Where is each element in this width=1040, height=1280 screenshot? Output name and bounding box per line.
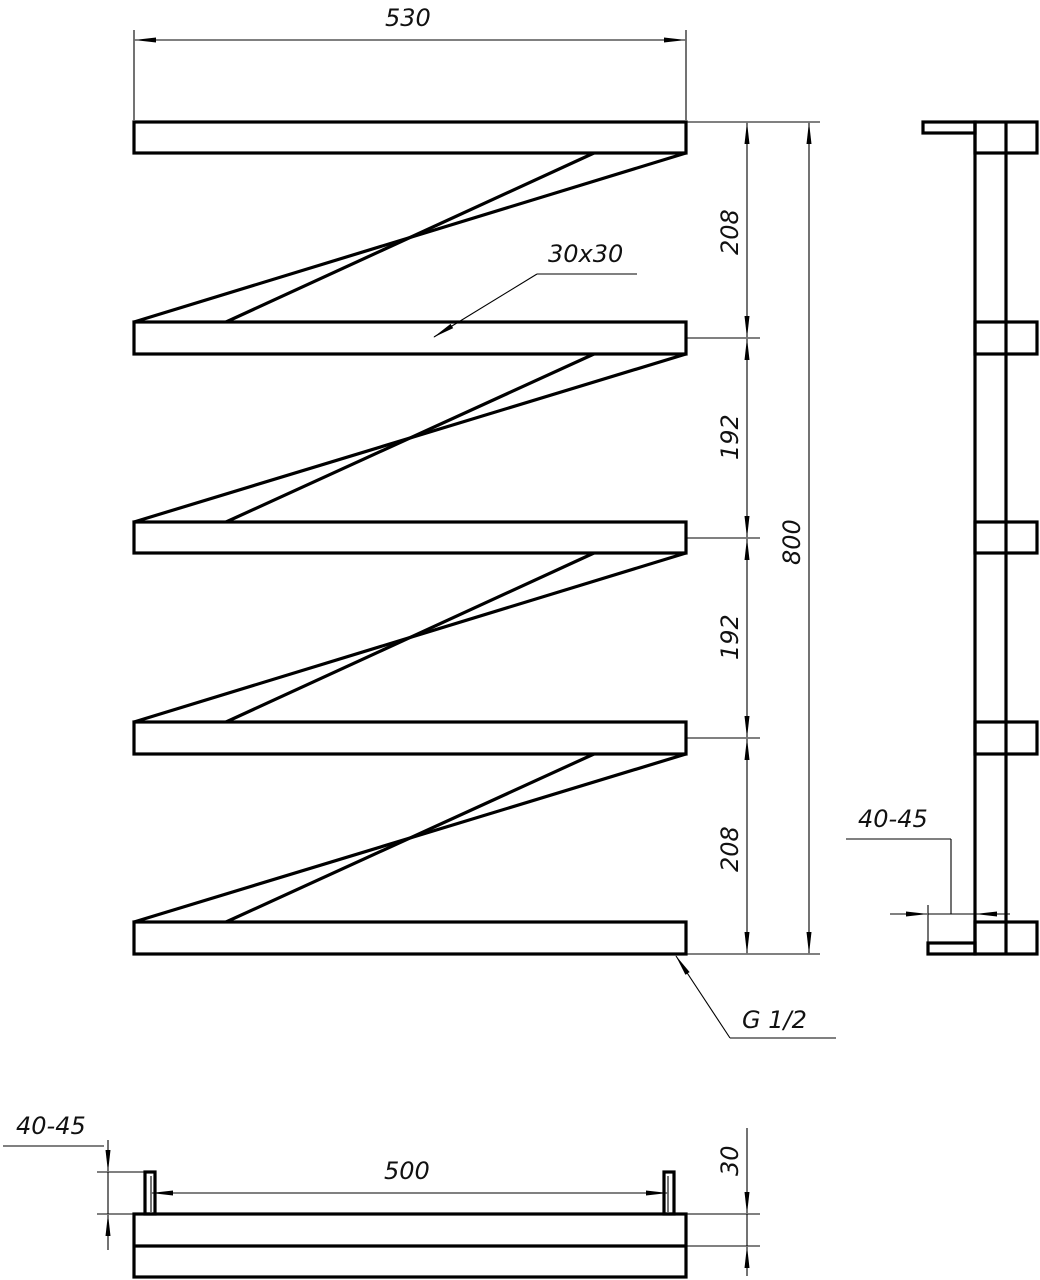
dimension-width: 530 <box>133 4 687 120</box>
diagonal-4 <box>133 752 687 924</box>
dimension-spacing: 208 192 192 208 <box>716 122 750 954</box>
bar-5 <box>132 920 688 956</box>
side-view: 40-45 <box>846 120 1039 956</box>
profile-callout: 30x30 <box>433 240 637 338</box>
top-wall-distance-dimension: 40-45 <box>3 1112 144 1250</box>
connection-label: G 1/2 <box>742 1006 807 1034</box>
diagonal-1 <box>133 151 687 324</box>
bar-1 <box>132 120 688 155</box>
spacing-label-1: 208 <box>716 209 744 255</box>
mount-spacing-label: 500 <box>384 1157 430 1185</box>
bar-2 <box>132 320 688 356</box>
profile-label: 30x30 <box>548 240 623 268</box>
side-wall-distance-label: 40-45 <box>858 805 928 833</box>
depth-dimension: 30 <box>686 1128 760 1276</box>
diagonal-3 <box>133 551 687 724</box>
spacing-label-4: 208 <box>716 826 744 872</box>
width-label: 530 <box>385 4 431 32</box>
connection-callout: G 1/2 <box>675 955 836 1039</box>
top-view: 500 40-45 30 <box>3 1112 760 1279</box>
height-label: 800 <box>778 519 806 565</box>
front-view: 530 208 192 192 208 800 30x30 <box>132 4 836 1039</box>
spacing-label-2: 192 <box>716 414 744 460</box>
dimension-height: 800 <box>778 122 812 954</box>
bar-3 <box>132 520 688 555</box>
top-wall-distance-label: 40-45 <box>16 1112 86 1140</box>
mount-spacing-dimension: 500 <box>151 1157 668 1196</box>
diagonal-2 <box>133 352 687 524</box>
depth-label: 30 <box>716 1145 744 1176</box>
bar-4 <box>132 720 688 756</box>
side-wall-distance-dimension: 40-45 <box>846 805 1010 942</box>
spacing-label-3: 192 <box>716 614 744 660</box>
